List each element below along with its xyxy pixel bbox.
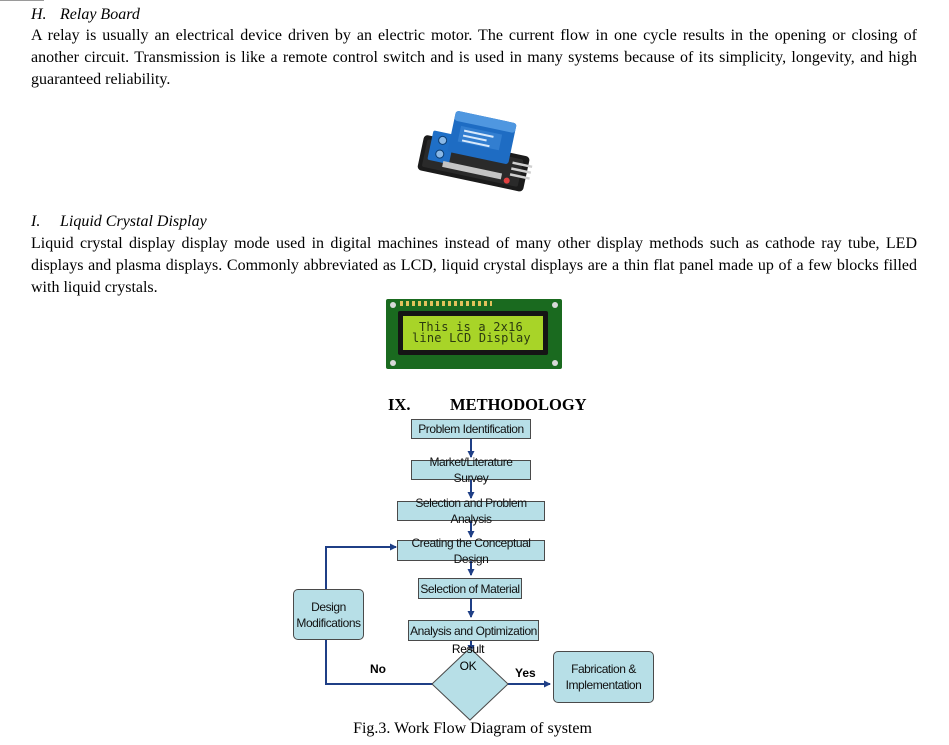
design-modifications-line-2: Modifications [296,615,361,630]
decision-diamond [431,647,509,721]
section-i-paragraph: Liquid crystal display display mode used… [31,235,917,296]
decision-label: Result OK [433,641,503,675]
section-i-title: Liquid Crystal Display [60,213,207,230]
section-h-title: Relay Board [60,6,140,23]
figure-caption-text: Fig.3. Work Flow Diagram of system [353,720,592,737]
lcd-mounting-hole [390,360,396,366]
section-i-number: I. [31,213,41,230]
lcd-bezel: This is a 2x16 line LCD Display [398,311,548,355]
lcd-line-1: This is a 2x16 [419,320,523,334]
arrow-feedback-path [325,543,397,590]
section-h-heading: H. Relay Board [31,6,140,24]
lcd-module-image: This is a 2x16 line LCD Display [386,299,562,369]
flow-step-conceptual-design: Creating the Conceptual Design [397,536,545,566]
lcd-mounting-hole [552,360,558,366]
decision-line-1: Result [451,642,485,656]
flow-step-market-survey: Market/Literature Survey [411,455,531,485]
section-h-paragraph: A relay is usually an electrical device … [31,27,917,88]
section-ix-number: IX. [388,395,411,414]
section-ix-title: IX. METHODOLOGY [388,395,587,415]
decision-line-2: OK [459,659,477,673]
section-i-heading: I. Liquid Crystal Display [31,213,207,231]
fabrication-line-1: Fabrication & [571,662,636,676]
no-label: No [370,662,386,676]
relay-board-image [417,111,533,192]
lcd-mounting-hole [552,302,558,308]
arrow-no-path [325,640,433,685]
design-modifications-line-1: Design [311,599,346,614]
top-rule [0,0,44,1]
section-h-number: H. [31,6,47,23]
section-ix-name: METHODOLOGY [450,395,587,414]
flow-step-analysis-optimization: Analysis and Optimization [408,620,539,641]
figure-caption: Fig.3. Work Flow Diagram of system [0,720,949,738]
lcd-line-2: line LCD Display [412,331,531,345]
lcd-pin-header [400,301,492,306]
flow-step-selection-material: Selection of Material [418,578,522,599]
yes-label: Yes [515,666,536,680]
flow-step-problem-identification: Problem Identification [411,419,531,439]
flow-step-selection-analysis: Selection and Problem Analysis [397,496,545,526]
lcd-screen: This is a 2x16 line LCD Display [403,316,543,350]
design-modifications-box: Design Modifications [293,589,364,640]
lcd-mounting-hole [390,302,396,308]
fabrication-line-2: Implementation [565,678,642,692]
fabrication-implementation-box: Fabrication & Implementation [553,651,654,703]
